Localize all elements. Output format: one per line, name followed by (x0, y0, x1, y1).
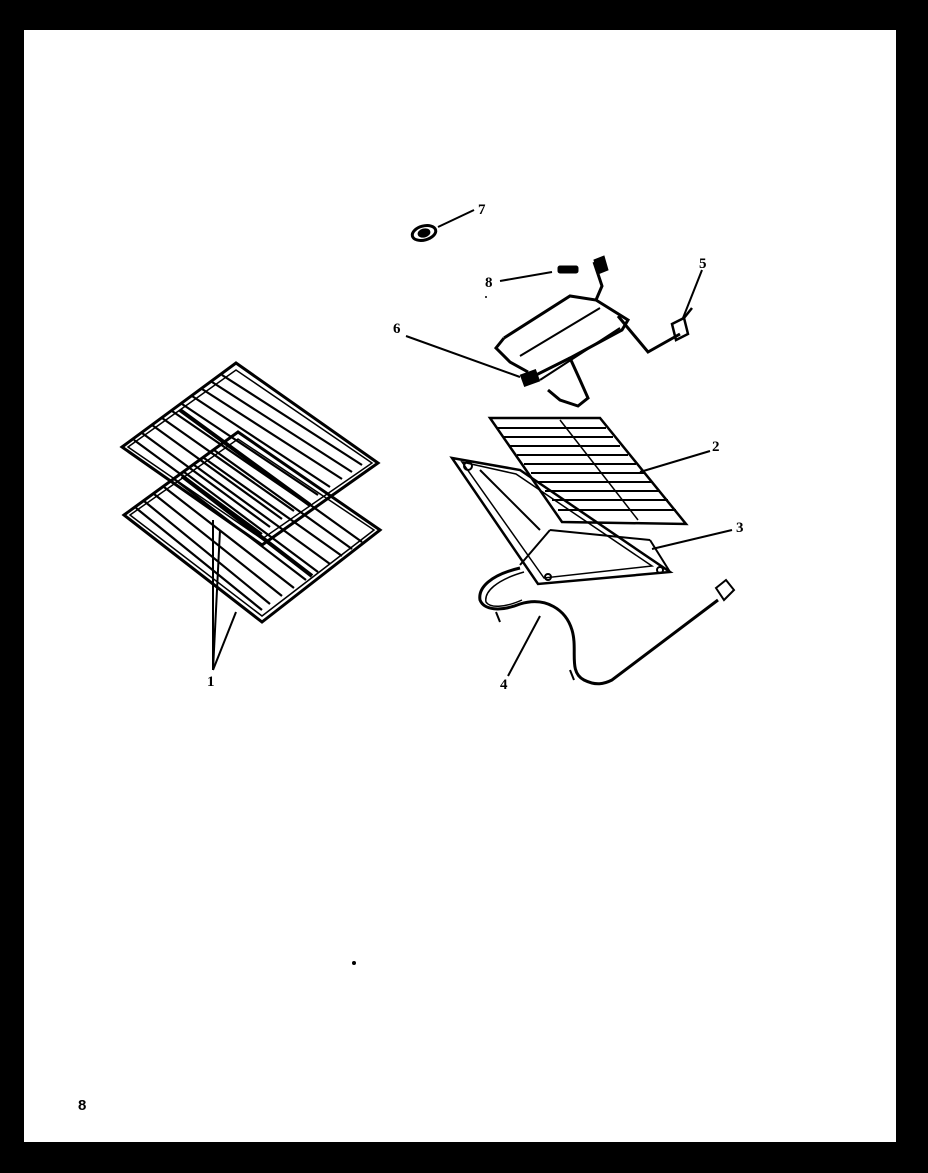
callout-8: 8 (485, 275, 493, 291)
oven-rack-upper (119, 361, 381, 547)
terminal-block (519, 368, 541, 388)
callout-5: 5 (699, 256, 707, 272)
scan-speck (352, 961, 356, 965)
leader-5 (682, 269, 703, 319)
page-number: 8 (78, 1097, 87, 1114)
leader-8 (499, 271, 553, 282)
leader-6 (405, 335, 521, 378)
callout-1: 1 (207, 674, 215, 690)
callout-6: 6 (393, 321, 401, 337)
broil-pan (449, 456, 674, 586)
leader-2 (639, 450, 711, 473)
scan-speck (485, 296, 487, 298)
leader-7 (437, 209, 475, 228)
leader-4 (507, 615, 541, 677)
callout-7: 7 (478, 202, 486, 218)
bake-element (478, 566, 736, 686)
leader-3 (651, 529, 733, 550)
broil-pan-grid (487, 416, 689, 526)
parts-diagram-page (24, 30, 896, 1142)
callout-4: 4 (500, 677, 508, 693)
screw (557, 255, 609, 275)
callout-3: 3 (736, 520, 744, 536)
grommet (410, 224, 438, 242)
leader-1 (212, 520, 237, 671)
element-bracket (670, 307, 693, 342)
oven-rack-lower (121, 430, 383, 624)
broil-element (493, 261, 681, 408)
callout-2: 2 (712, 439, 720, 455)
